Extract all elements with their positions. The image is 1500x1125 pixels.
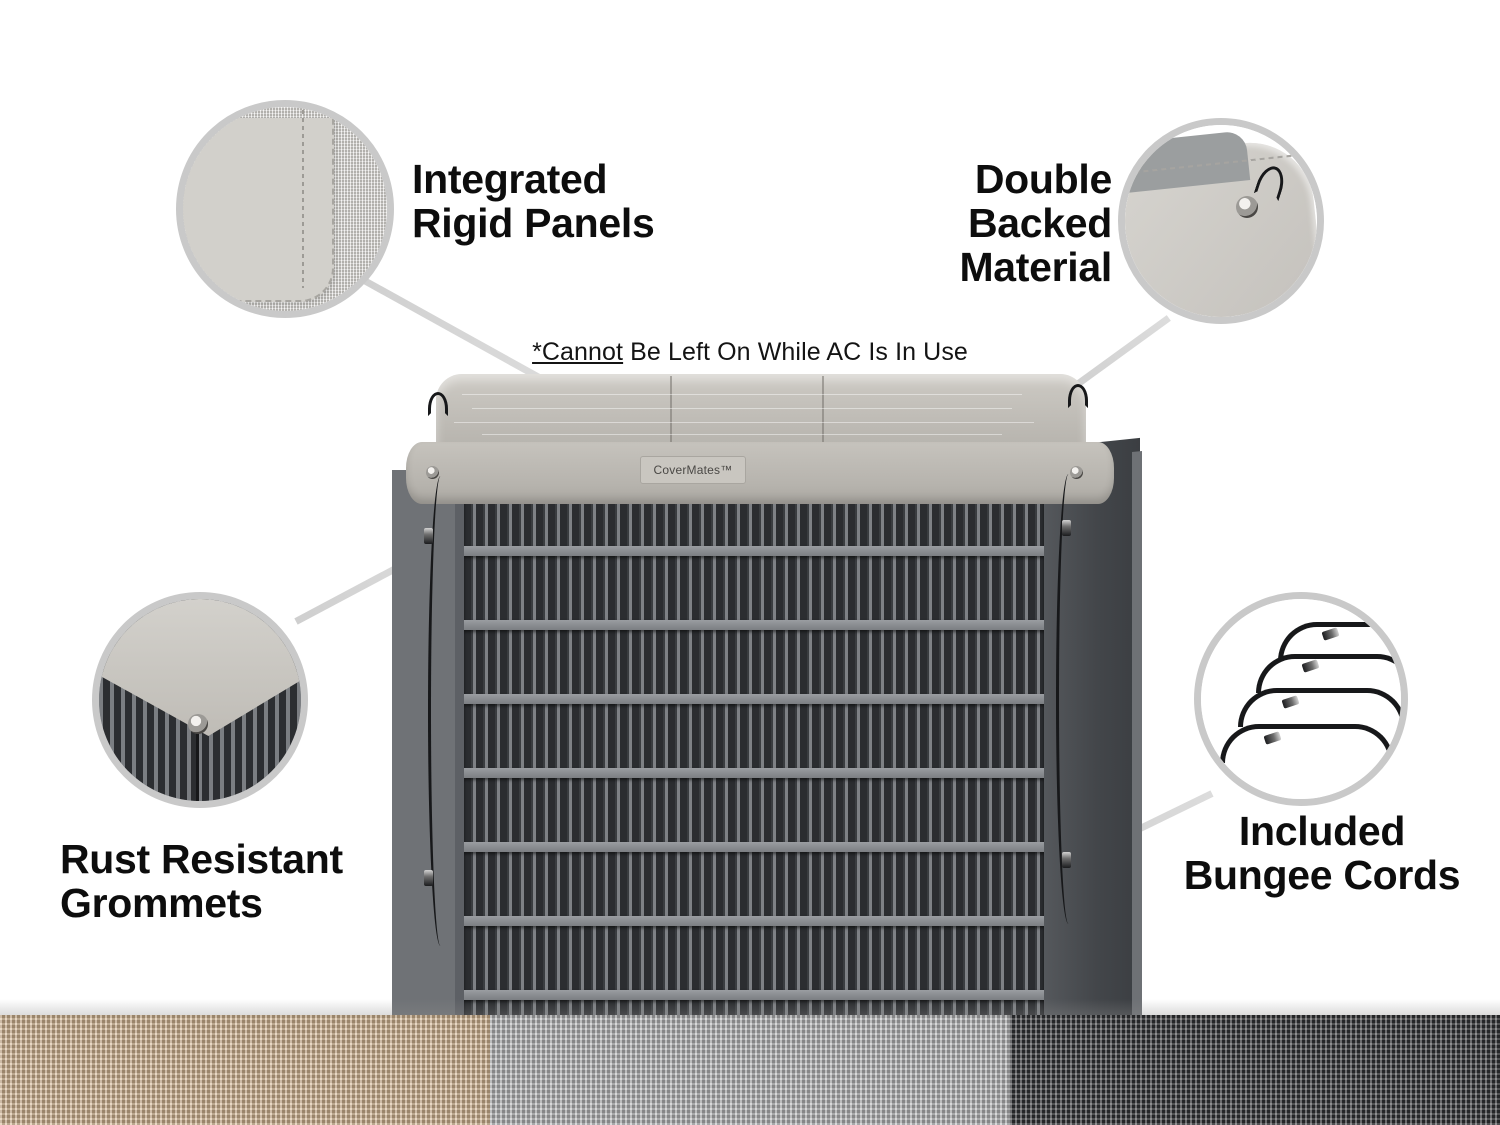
air-conditioner-unit: CoverMates™ <box>380 370 1142 1030</box>
unit-right-edge <box>1132 450 1142 1030</box>
swatch-light-gray <box>490 1015 1010 1125</box>
bungee-hook-right <box>1068 384 1088 408</box>
grommet-top-left <box>426 466 439 479</box>
bungee-cord-left <box>428 476 453 946</box>
feature-label-rust-resistant-grommets: Rust Resistant Grommets <box>60 836 343 926</box>
cord-lock-left-top <box>424 528 433 544</box>
callout-integrated-rigid-panels <box>176 100 394 318</box>
bungee-cord-right <box>1056 474 1081 924</box>
swatch-charcoal <box>1010 1015 1500 1125</box>
cord-lock-left-bottom <box>424 870 433 886</box>
bungee-cord-4 <box>1220 724 1394 763</box>
caption-rest: Be Left On While AC Is In Use <box>623 338 968 366</box>
cover-skirt <box>406 442 1114 504</box>
feature-label-integrated-rigid-panels: Integrated Rigid Panels <box>412 156 655 246</box>
bungee-hook-left <box>428 392 448 416</box>
panel-stitch-line <box>302 110 304 288</box>
condenser-coil-grille <box>464 482 1044 1030</box>
fabric-swatch-strip <box>0 1015 1500 1125</box>
callout-double-backed-material <box>1118 118 1324 324</box>
callout-included-bungee-cords <box>1194 592 1408 806</box>
swatch-khaki <box>0 1015 490 1125</box>
rigid-panel-patch <box>183 118 334 302</box>
cord-lock-right-bottom <box>1062 852 1071 868</box>
bungee-cord-3 <box>1238 688 1401 727</box>
floor-shadow <box>0 999 1500 1015</box>
usage-caption: *Cannot Be Left On While AC Is In Use <box>0 338 1500 367</box>
grommet-top-right <box>1070 466 1083 479</box>
brand-tag: CoverMates™ <box>640 456 746 484</box>
grommet-closeup <box>188 714 208 734</box>
feature-label-included-bungee-cords: Included Bungee Cords <box>1183 808 1461 898</box>
bungee-through-grommet <box>196 730 199 801</box>
grommet-detail <box>1236 196 1258 218</box>
ac-unit-cover: CoverMates™ <box>402 370 1118 510</box>
callout-rust-resistant-grommets <box>92 592 308 808</box>
feature-label-double-backed-material: Double Backed Material <box>959 156 1112 290</box>
cord-lock-right-top <box>1062 520 1071 536</box>
caption-emphasis: *Cannot <box>532 338 624 366</box>
